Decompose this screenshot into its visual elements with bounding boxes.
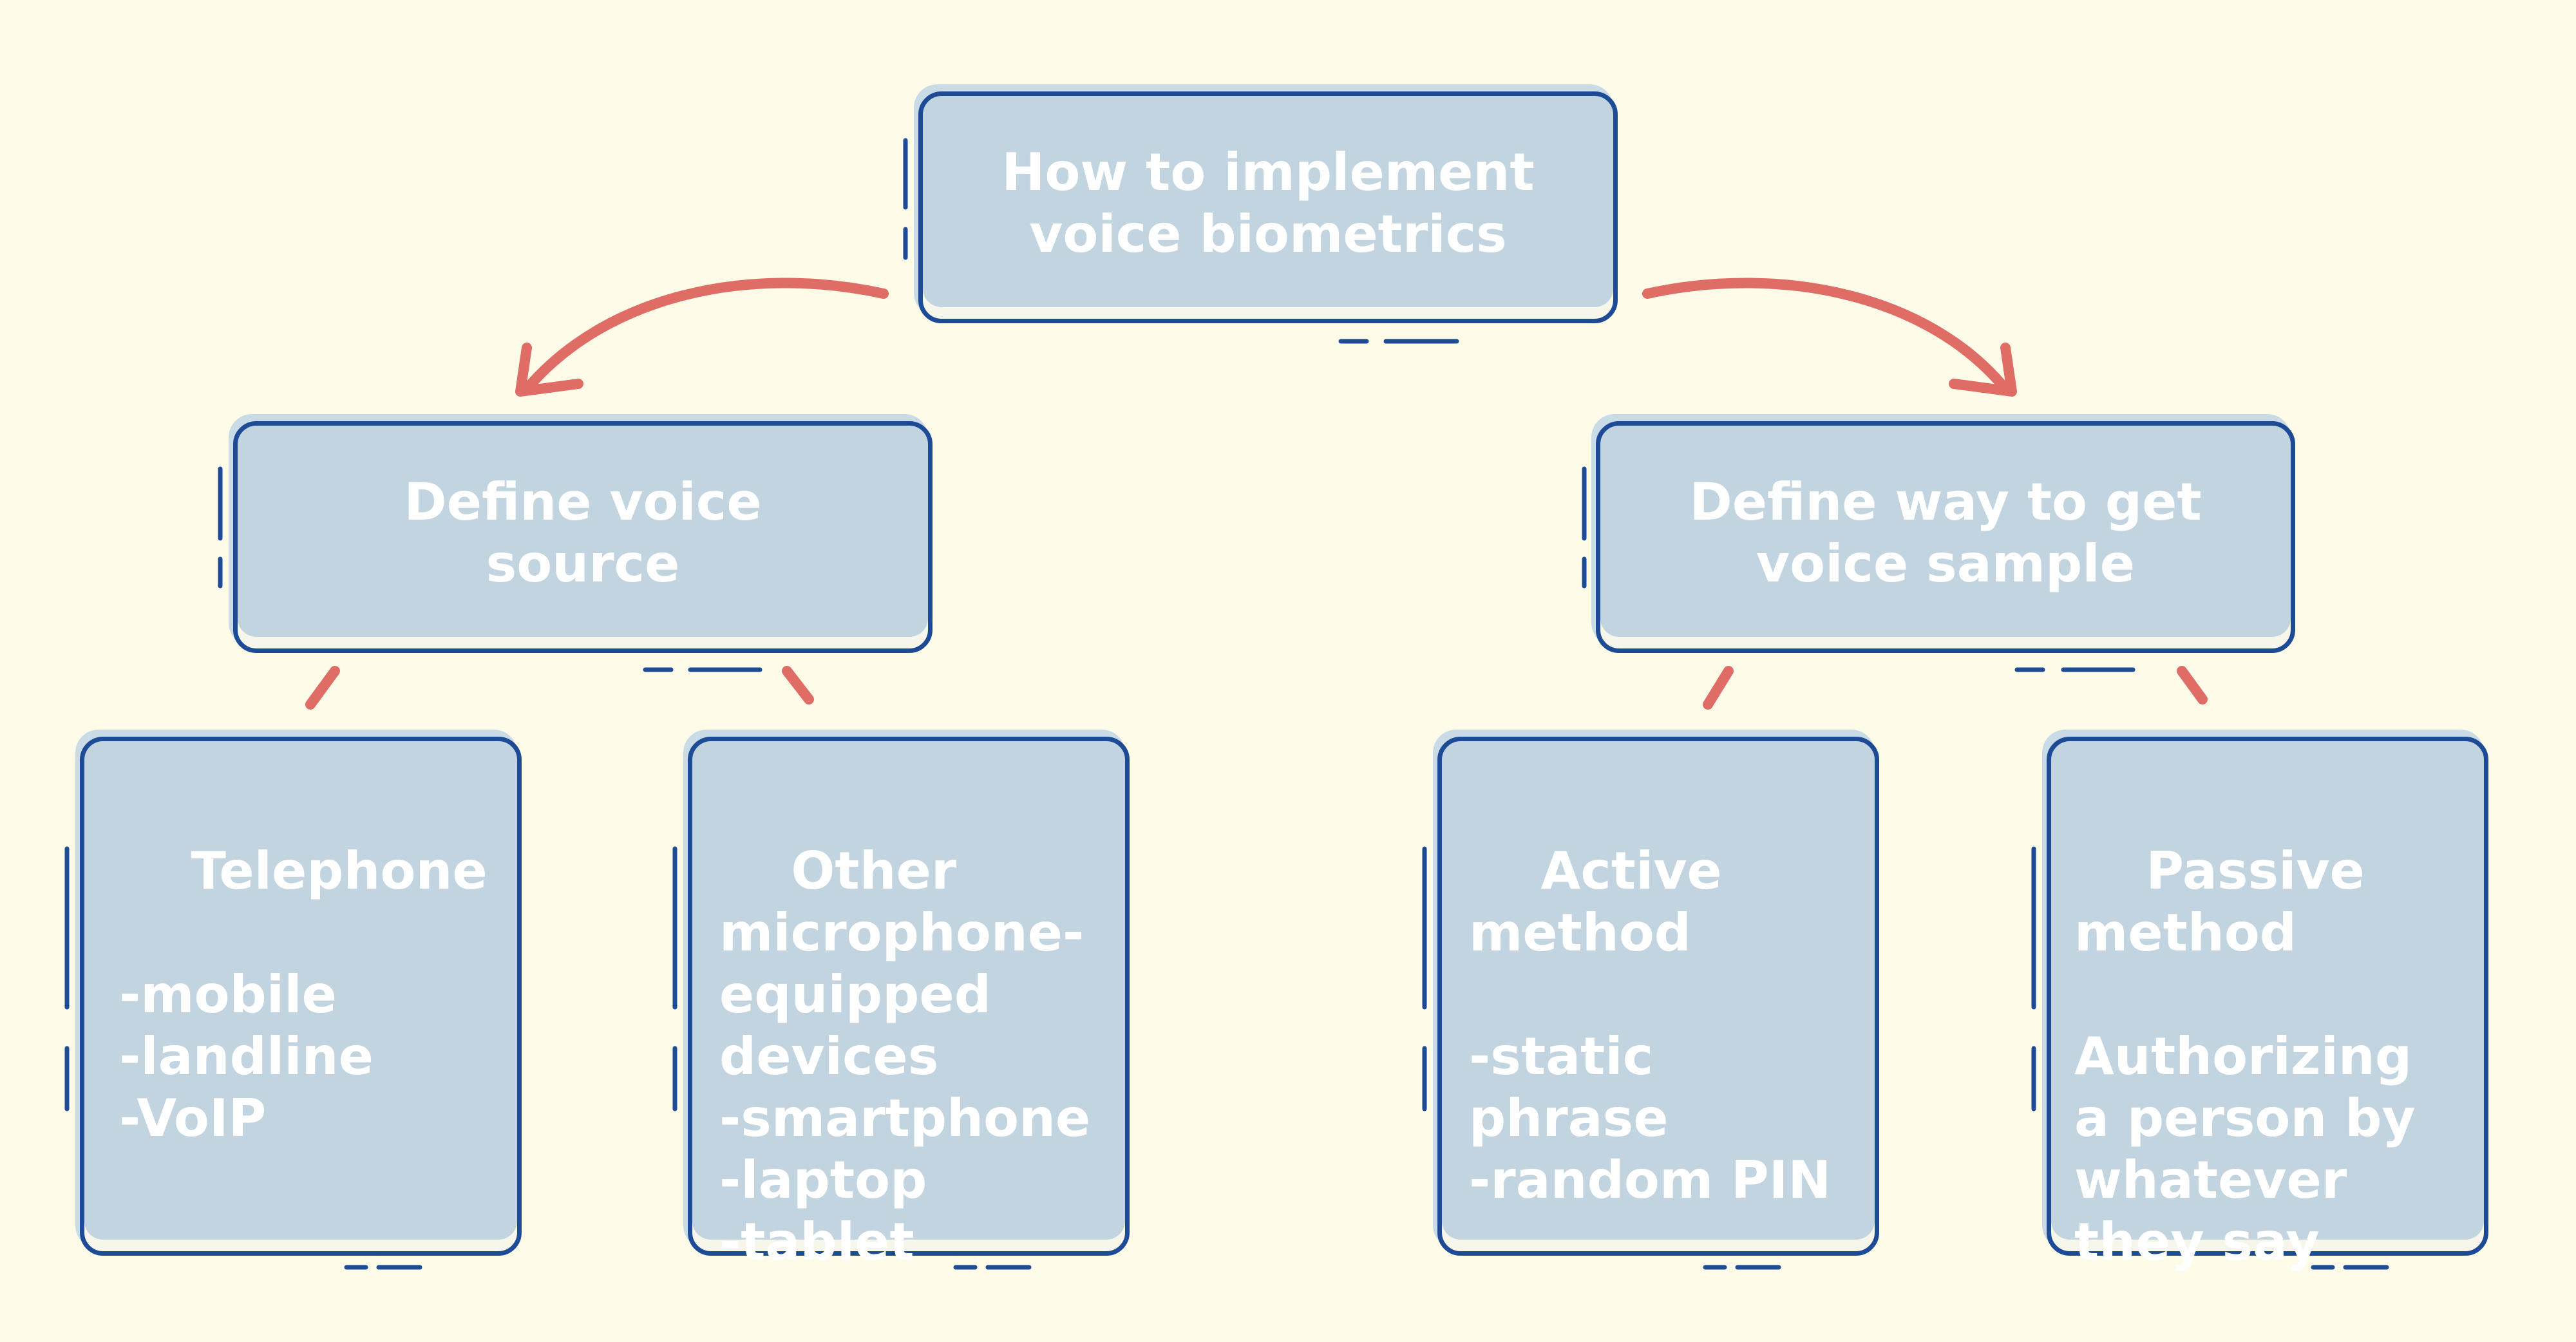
link-telephone [305, 666, 340, 710]
voice-source-node: Define voice source [233, 421, 933, 653]
root-node-label: How to implement voice biometrics [1001, 142, 1535, 264]
link-passive-method [2177, 666, 2208, 704]
other-devices-label: Other microphone- equipped devices -smar… [719, 841, 1091, 1272]
link-other-devices [782, 666, 814, 704]
arrow-root-to-voice-sample [1642, 278, 2011, 394]
voice-source-label: Define voice source [404, 472, 762, 594]
passive-method-node: Passive method Authorizing a person by w… [2047, 737, 2488, 1272]
voice-sample-label: Define way to get voice sample [1689, 472, 2202, 594]
arrowhead-voice-sample [1949, 343, 2017, 397]
arrowhead-voice-source [515, 343, 583, 397]
other-devices-node: Other microphone- equipped devices -smar… [688, 737, 1130, 1272]
active-method-node: Active method -static phrase -random PIN [1437, 737, 1879, 1256]
link-active-method [1703, 666, 1734, 710]
telephone-node: Telephone -mobile -landline -VoIP [80, 737, 522, 1256]
box-decorations [64, 138, 2389, 1270]
arrow-root-to-voice-source [522, 278, 889, 394]
active-method-label: Active method -static phrase -random PIN [1469, 841, 1832, 1210]
passive-method-label: Passive method Authorizing a person by w… [2074, 841, 2416, 1272]
voice-sample-node: Define way to get voice sample [1596, 421, 2295, 653]
telephone-label: Telephone -mobile -landline -VoIP [119, 841, 488, 1148]
root-node: How to implement voice biometrics [918, 91, 1618, 323]
